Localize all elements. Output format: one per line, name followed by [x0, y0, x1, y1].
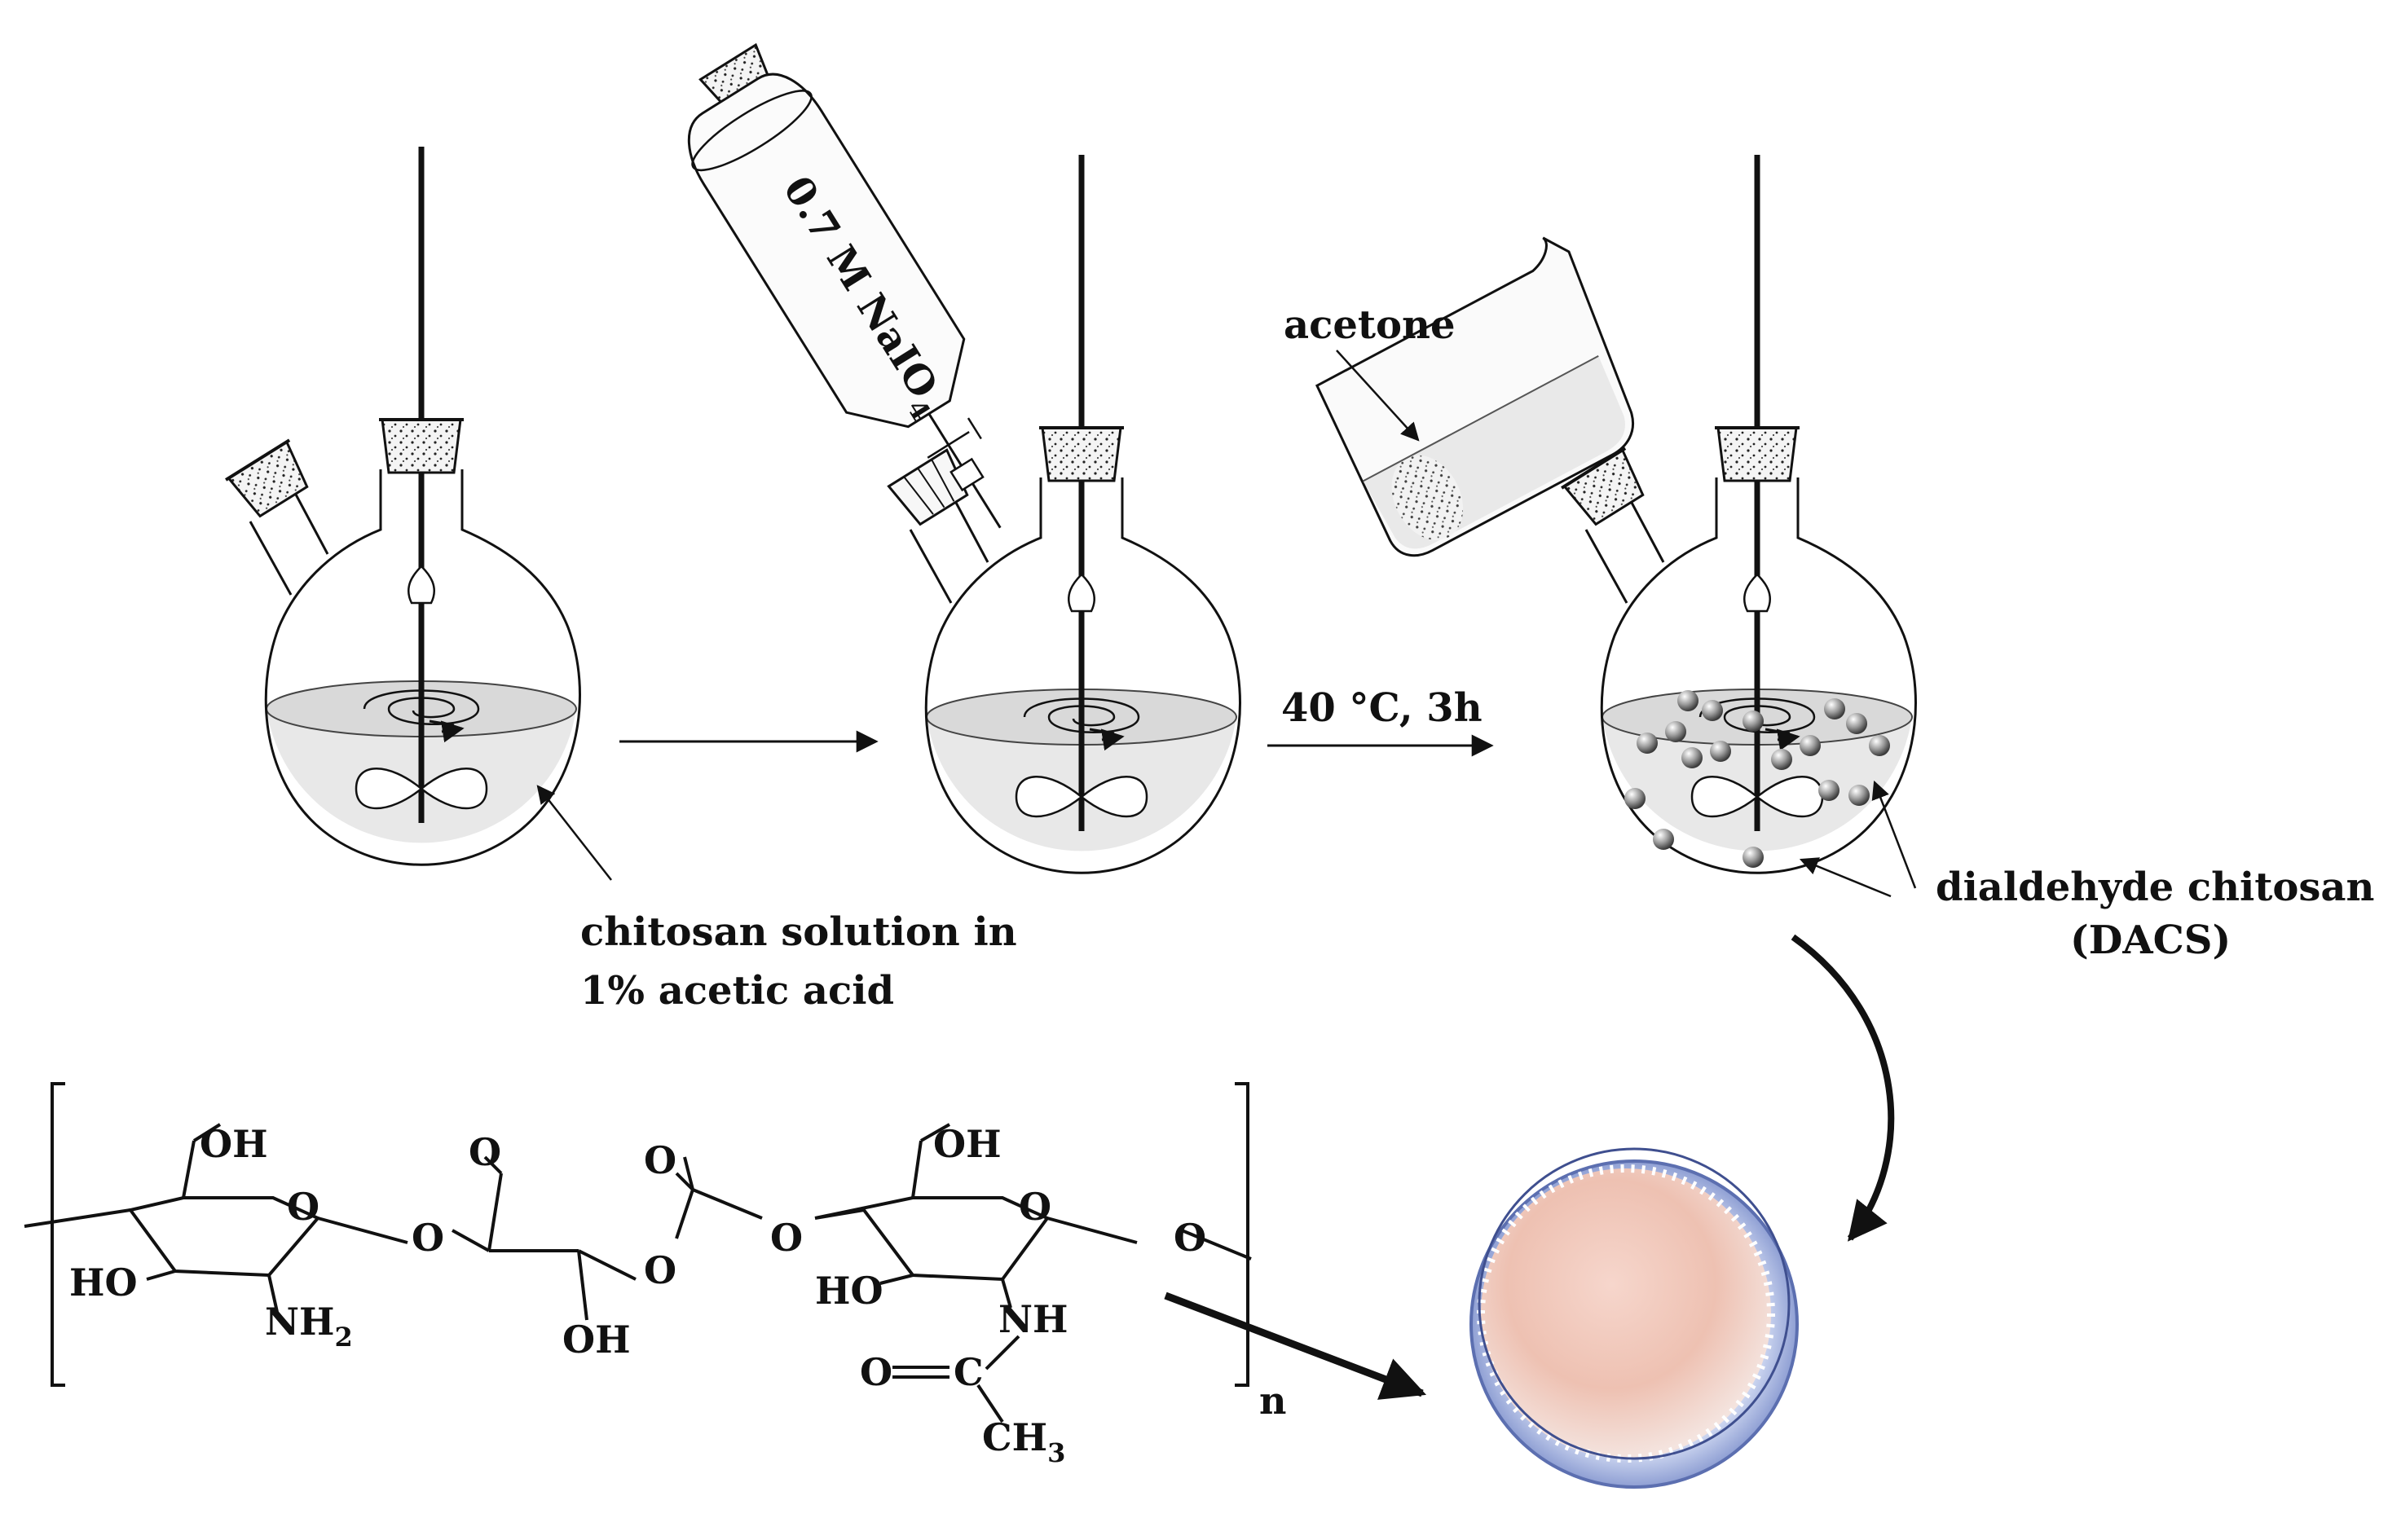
- svg-text:OH: OH: [200, 1122, 268, 1166]
- svg-text:HO: HO: [815, 1269, 883, 1313]
- svg-text:OH: OH: [933, 1122, 1002, 1166]
- svg-text:O: O: [287, 1185, 319, 1229]
- dacs-powder-dish: [1469, 1147, 1799, 1489]
- svg-text:C: C: [954, 1350, 984, 1394]
- svg-text:O: O: [1019, 1185, 1051, 1229]
- svg-text:n: n: [1259, 1379, 1286, 1423]
- svg-text:O: O: [1174, 1216, 1206, 1260]
- svg-text:O: O: [770, 1216, 803, 1260]
- solution-label-line1: chitosan solution in: [580, 909, 1017, 955]
- arrow-structure-to-product: [1164, 1291, 1427, 1400]
- acetone-label: acetone: [1284, 302, 1456, 348]
- solution-label-line2: 1% acetic acid: [580, 968, 894, 1014]
- flask-2-oxidation: [887, 155, 1240, 873]
- dacs-particles: [1624, 690, 1890, 868]
- svg-text:O: O: [644, 1138, 676, 1182]
- dropping-funnel-naio4: 0.7 M NaIO4: [687, 42, 1002, 529]
- dacs-label-line2: (DACS): [2070, 917, 2231, 963]
- arrow-to-product: [1791, 934, 1895, 1242]
- flask-1-chitosan-solution: [224, 147, 579, 865]
- reaction-condition: 40 °C, 3h: [1281, 685, 1483, 731]
- dacs-structure-atoms: OH O HO NH2 O O O O OH O OH O HO NH O C …: [69, 1122, 1286, 1468]
- svg-text:OH: OH: [562, 1318, 631, 1362]
- svg-text:NH2: NH2: [265, 1300, 353, 1353]
- svg-text:O: O: [412, 1216, 444, 1260]
- dacs-label-line1: dialdehyde chitosan: [1936, 865, 2374, 910]
- svg-text:CH3: CH3: [982, 1415, 1065, 1468]
- svg-text:O: O: [644, 1248, 676, 1292]
- dacs-structure: [24, 1082, 1252, 1423]
- acetone-beaker: [1315, 236, 1635, 557]
- flask-3-precipitation: [1560, 155, 1915, 873]
- svg-text:HO: HO: [69, 1261, 138, 1305]
- svg-text:NH: NH: [998, 1297, 1068, 1341]
- svg-text:O: O: [469, 1130, 501, 1174]
- svg-text:O: O: [860, 1350, 892, 1394]
- solution-pointer: [536, 785, 612, 881]
